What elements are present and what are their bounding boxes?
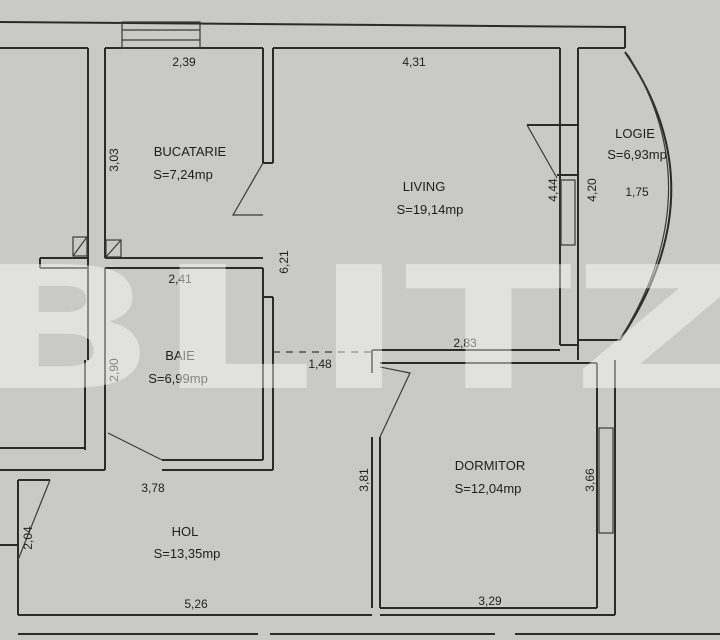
- dim-hall-width: 5,26: [184, 597, 208, 611]
- door-swings: [17, 124, 558, 561]
- dim-logie-length: 4,20: [585, 178, 599, 202]
- dim-logie-depth: 1,75: [625, 185, 649, 199]
- room-name-bucatarie: BUCATARIE: [154, 144, 227, 159]
- room-name-baie: BAIE: [165, 348, 195, 363]
- dim-passage: 1,48: [308, 357, 332, 371]
- walls: [0, 21, 720, 635]
- room-area-hol: S=13,35mp: [154, 546, 221, 561]
- dim-hall-upper: 3,78: [141, 481, 165, 495]
- dim-living-width: 4,31: [402, 55, 426, 69]
- room-area-living: S=19,14mp: [397, 202, 464, 217]
- dim-bedroom-width: 3,29: [478, 594, 502, 608]
- dim-kitchen-depth: 3,03: [107, 148, 121, 172]
- room-area-baie: S=6,99mp: [148, 371, 208, 386]
- dim-bedroom-right: 3,66: [583, 468, 597, 492]
- dim-hall-entry: 2,04: [21, 526, 35, 550]
- dim-kitchen-width: 2,39: [172, 55, 196, 69]
- watermark-logo: BLITZ: [0, 231, 720, 429]
- dim-bath-depth: 2,90: [107, 358, 121, 382]
- dim-living-depth: 6,21: [277, 250, 291, 274]
- room-area-bucatarie: S=7,24mp: [153, 167, 213, 182]
- dim-living-bottom: 2,83: [453, 336, 477, 350]
- room-area-logie: S=6,93mp: [607, 147, 667, 162]
- room-name-dormitor: DORMITOR: [455, 458, 526, 473]
- dim-bedroom-left: 3,81: [357, 468, 371, 492]
- room-name-living: LIVING: [403, 179, 446, 194]
- room-name-hol: HOL: [172, 524, 199, 539]
- dim-living-right: 4,44: [546, 178, 560, 202]
- room-name-logie: LOGIE: [615, 126, 655, 141]
- room-area-dormitor: S=12,04mp: [455, 481, 522, 496]
- dim-bath-width: 2,41: [168, 272, 192, 286]
